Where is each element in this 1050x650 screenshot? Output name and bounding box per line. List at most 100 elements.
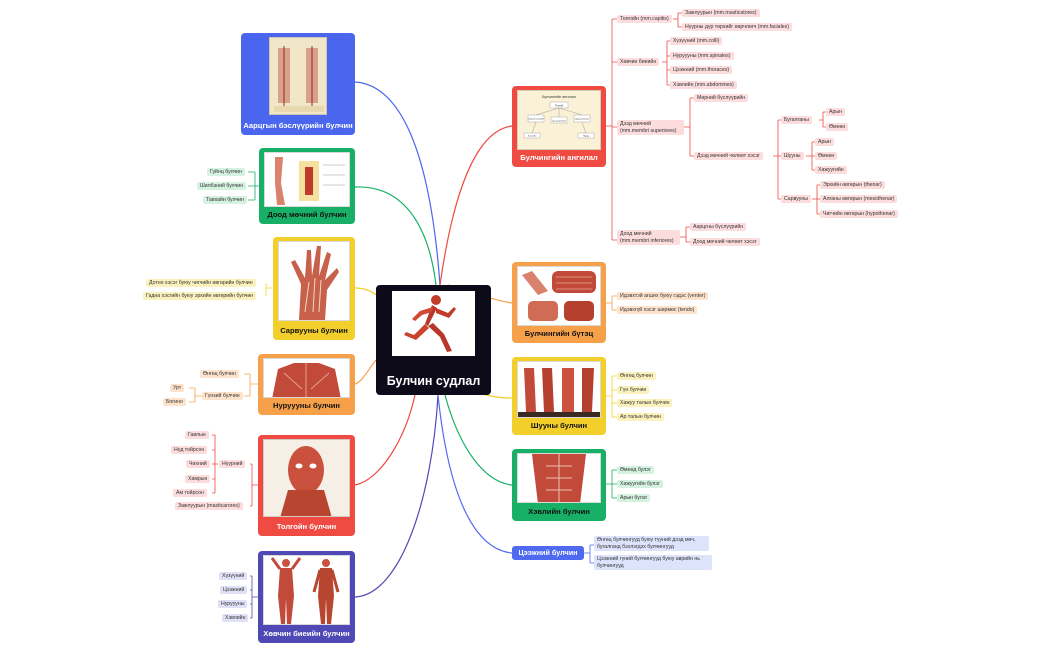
classify-trunk-item-1[interactable]: Хүзүүний (mm.colli) [670, 37, 723, 45]
card-structure[interactable]: Булчингийн бүтэц [512, 262, 606, 343]
link-hand-items [265, 283, 272, 296]
central-topic-title: Булчин судлал [386, 374, 481, 388]
card-head-title: Толгойн булчин [276, 522, 337, 531]
classify-upper[interactable]: Дээд мөчний (mm.membri superiores) [617, 120, 684, 135]
head-face-item-4[interactable]: Хамрын [185, 475, 211, 483]
body-item-3[interactable]: Нуруууны [218, 600, 248, 608]
abdomen-muscle-image [517, 453, 601, 503]
classify-arm-item-1[interactable]: Арын [826, 108, 845, 116]
link-structure-items [606, 295, 617, 311]
link-back-items [189, 373, 258, 403]
classify-head-item-2[interactable]: Нүүрны дүр төрхийг өөрчлөгч (mm.faciales… [682, 23, 792, 31]
back-shallow[interactable]: Өнгөц булчин [200, 370, 239, 378]
link-classify-arm [819, 111, 826, 128]
lowerlimb-item-1[interactable]: Гуйнц булчин [207, 168, 245, 176]
back-muscle-image [263, 358, 350, 398]
classify-upper-girdle[interactable]: Мөрний бүслүүрийн [694, 94, 749, 102]
head-face[interactable]: Нүүрний [219, 460, 246, 468]
card-hand[interactable]: Сарвууны булчин [273, 237, 355, 340]
classify-trunk-item-3[interactable]: Цээжний (mm.thoraces) [670, 66, 733, 74]
forearm-item-2[interactable]: Гүн булчин [617, 386, 650, 394]
classify-palm[interactable]: Сарвууны [781, 195, 811, 203]
card-structure-title: Булчингийн бүтэц [524, 329, 594, 338]
classify-palm-item-3[interactable]: Чигчийн өвгөрын (hypothenar) [820, 210, 898, 218]
classify-forearm-item-2[interactable]: Өмнөн [815, 152, 838, 160]
card-forearm[interactable]: Шууны булчин [512, 357, 606, 435]
link-classify-head [673, 12, 682, 28]
card-head[interactable]: Толгойн булчин [258, 435, 355, 536]
pelvis-muscle-image [269, 37, 327, 115]
classify-trunk[interactable]: Хөвчин биеийн [617, 58, 660, 66]
classify-arm-item-2[interactable]: Өмнөн [826, 123, 849, 131]
back-deep-short[interactable]: Богино [163, 398, 186, 406]
classify-arm[interactable]: Бугалганы [781, 116, 812, 124]
classify-palm-item-2[interactable]: Алганы өвгөрын (mesothenar) [820, 195, 898, 203]
body-item-4[interactable]: Хэвлийн [222, 614, 249, 622]
classify-head[interactable]: Толгойн (mm.capitis) [617, 15, 672, 23]
card-lowerlimb[interactable]: Доод мөчний булчин [259, 148, 355, 224]
link-classify-lower [680, 226, 690, 243]
classify-upper-free[interactable]: Дээд мөчний чөлөөт хэсэг [694, 152, 764, 160]
classify-thumb-box-1: Толгой [555, 104, 564, 108]
head-face-item-5[interactable]: Ам тойрсон [173, 489, 207, 497]
link-classify [439, 125, 513, 286]
card-lowerlimb-title: Доод мөчний булчин [267, 210, 347, 219]
head-muscle-image [263, 439, 350, 517]
classify-head-item-1[interactable]: Зажлуурын (mm.masticatores) [682, 9, 760, 17]
card-posture[interactable]: Аарцгын бэслүүрийн булчин [241, 33, 355, 135]
structure-item-2[interactable]: Идэвхгүй хэсэг шөрмөс (tendo) [617, 306, 698, 314]
link-classify-upper [684, 97, 694, 157]
classify-thumb-header: Булчингийн ангилал [542, 95, 576, 99]
classify-trunk-item-4[interactable]: Хэвлийн (mm.abdomines) [670, 81, 737, 89]
forearm-item-1[interactable]: Өнгөц булчин [617, 372, 656, 380]
card-body[interactable]: Хөвчин биеийн булчин [258, 551, 355, 643]
link-chest-items [584, 544, 594, 564]
head-face-item-1[interactable]: Гавлын [185, 431, 209, 439]
classify-palm-item-1[interactable]: Эрхийн өвгөрын (thenar) [820, 181, 885, 189]
hand-item-2[interactable]: Гадна хэсгийн буюу эрхийн өвгөрийн булчи… [143, 292, 257, 300]
link-forearm-items [606, 375, 617, 418]
abdomen-item-1[interactable]: Өмнөд булэг [617, 466, 654, 474]
card-back-title: Нуруууны булчин [272, 401, 340, 410]
classify-forearm[interactable]: Шууны [781, 152, 804, 160]
abdomen-item-3[interactable]: Арын булэг [617, 494, 651, 502]
structure-item-1[interactable]: Идэвхтэй агших буюу гэдэс (venter) [617, 292, 709, 300]
fullbody-muscle-image [263, 555, 350, 625]
central-topic[interactable]: Булчин судлал [376, 285, 491, 395]
chest-item-2[interactable]: Цээжний гүний булчингууд буюу аврийн нь … [594, 555, 712, 570]
head-face-item-2[interactable]: Нүд тойрсон [171, 446, 208, 454]
classify-forearm-item-3[interactable]: Хажуугийн [815, 166, 847, 174]
classify-lower[interactable]: Доод мөчний (mm.membri inferiores) [617, 230, 680, 245]
card-classify-title: Булчингийн ангилал [520, 153, 598, 162]
link-abdomen-items [606, 469, 617, 499]
hand-item-1[interactable]: Дотно хэсэг буюу чигчийн өвгөрийн булчин [146, 279, 256, 287]
head-face-item-3[interactable]: Чихний [186, 460, 210, 468]
card-abdomen[interactable]: Хэвлийн булчин [512, 449, 606, 521]
classify-thumb-box-5: Хэвлийн [528, 135, 537, 138]
back-deep-long[interactable]: Урт [170, 384, 185, 392]
card-abdomen-title: Хэвлийн булчин [528, 507, 590, 516]
card-forearm-title: Шууны булчин [530, 421, 588, 430]
lowerlimb-item-3[interactable]: Тавхайн булчин [203, 196, 247, 204]
lowerlimb-item-2[interactable]: Шилбэний булчин [197, 182, 247, 190]
card-back[interactable]: Нуруууны булчин [258, 354, 355, 415]
back-deep[interactable]: Гүнзий булчин [202, 392, 243, 400]
abdomen-item-2[interactable]: Хажуугийн булэг [617, 480, 663, 488]
forearm-item-3[interactable]: Хажуу талын булчин [617, 399, 673, 407]
classify-lower-item-1[interactable]: Аарцгны бүслүүрийн [690, 223, 747, 231]
link-abdomen [444, 394, 513, 486]
link-classify-trunk [662, 40, 670, 86]
topic-chest[interactable]: Цээжний булчин [512, 546, 584, 560]
body-item-1[interactable]: Хүзүүний [219, 572, 248, 580]
chest-item-1[interactable]: Өнгөц булчингууд буюу түүний дээд мөч, б… [594, 536, 709, 551]
forearm-item-4[interactable]: Ар талын булчин [617, 413, 664, 421]
link-classify-palm [812, 184, 820, 215]
body-item-2[interactable]: Цээжний [220, 586, 248, 594]
classify-trunk-item-2[interactable]: Нуруууны (mm.spinales) [670, 52, 734, 60]
classify-forearm-item-1[interactable]: Арын [815, 138, 834, 146]
card-classify[interactable]: Булчингийн ангилал Толгой Хөвчин биеийн … [512, 86, 606, 167]
classify-lower-item-2[interactable]: Доод мөчний чөлөөт хэсэг [690, 238, 760, 246]
classify-thumb-box-3: Дээд мөчний [552, 120, 566, 123]
head-chew[interactable]: Зажлуурын (masticarores) [175, 502, 243, 510]
link-posture [354, 81, 441, 286]
